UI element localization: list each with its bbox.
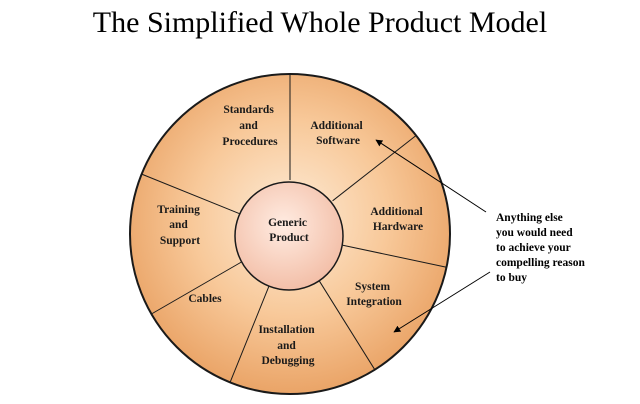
segment-label-line: and (277, 340, 296, 352)
segment-label-cables: Cables (188, 293, 222, 305)
segment-label-line: System (355, 281, 391, 293)
segment-label-line: Hardware (373, 221, 423, 233)
segment-label-line: Debugging (261, 355, 314, 367)
segment-divider (342, 244, 447, 268)
callout-line: Anything else (496, 212, 563, 224)
segment-label-line: Additional (370, 206, 422, 218)
segment-divider (318, 279, 376, 370)
callout-arrow-software (375, 139, 487, 213)
segment-label-line: Support (160, 235, 200, 247)
callout-arrow-integration (393, 271, 491, 333)
segment-label-line: and (239, 120, 258, 132)
generic-product-hub (234, 181, 344, 291)
segment-label-line: Cables (188, 293, 222, 305)
segment-divider (151, 260, 244, 315)
segment-label-training: Training and Support (157, 204, 202, 247)
hub-label-line: Product (269, 232, 309, 244)
segment-label-system-integration: System Integration (346, 281, 402, 308)
segment-label-additional-hardware: Additional Hardware (370, 206, 425, 233)
callout-text: Anything else you would need to achieve … (496, 212, 588, 284)
segment-label-line: and (169, 219, 188, 231)
segment-label-line: Procedures (222, 136, 278, 148)
segment-label-line: Installation (258, 324, 315, 336)
segment-dividers (141, 74, 447, 383)
segment-divider (332, 135, 417, 202)
segment-label-installation: Installation and Debugging (258, 324, 317, 367)
callout-line: compelling reason (496, 257, 586, 269)
callout-line: to buy (496, 272, 527, 284)
segment-divider (229, 283, 271, 383)
segment-label-line: Integration (346, 296, 402, 308)
segment-label-standards: Standards and Procedures (222, 104, 278, 148)
callout-line: to achieve your (496, 242, 571, 254)
segment-label-line: Training (157, 204, 200, 216)
segment-divider (141, 173, 241, 215)
hub-label-line: Generic (268, 217, 307, 229)
segment-label-line: Additional (310, 120, 362, 132)
segment-label-additional-software: Additional Software (310, 120, 365, 147)
callout-line: you would need (496, 227, 573, 239)
page-title: The Simplified Whole Product Model (92, 6, 548, 39)
hub-label: Generic Product (268, 217, 310, 244)
segment-label-line: Software (316, 135, 360, 147)
segment-label-line: Standards (223, 104, 274, 116)
